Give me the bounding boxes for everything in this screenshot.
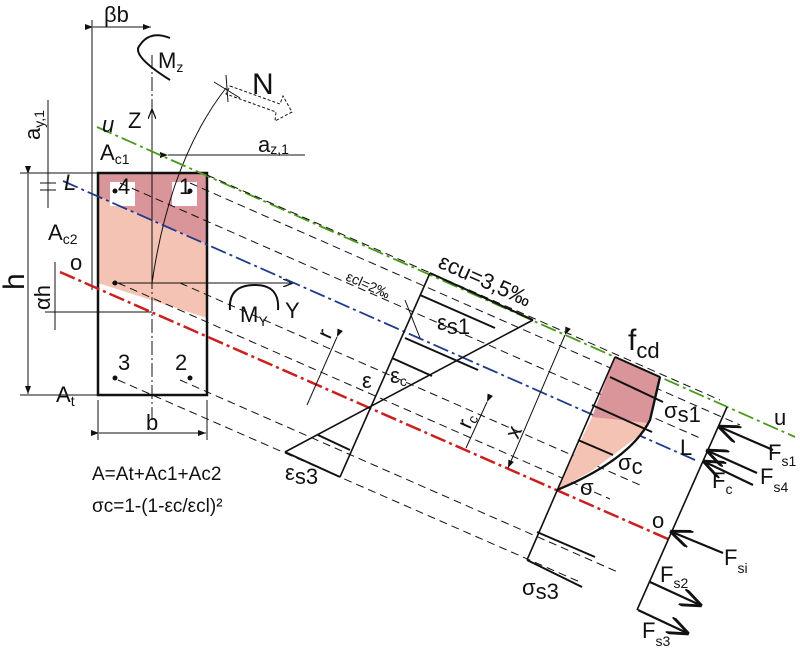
n-cross2 [225, 74, 229, 103]
sigma-label: σ [580, 475, 594, 500]
my-moment-icon [228, 283, 280, 311]
beta-b-label: βb [104, 2, 129, 27]
n-force-arrow [225, 85, 293, 122]
rc-dim [465, 393, 494, 449]
stress-block-dark [592, 357, 660, 423]
es3-label: εs3 [285, 460, 318, 489]
sigma-c-label: σc [618, 450, 643, 479]
ec-label: εc [390, 363, 407, 389]
ac2-label: Ac2 [48, 220, 78, 247]
x-dim [507, 326, 571, 469]
force-line [636, 406, 728, 611]
az1-label: az,1 [258, 132, 289, 157]
bar2-label: 2 [175, 350, 187, 375]
sigma-s3-label: σs3 [522, 575, 559, 604]
fsi-label: Fsi [724, 545, 748, 576]
u-right-label: u [774, 405, 786, 430]
u-line [96, 126, 796, 438]
force-arrows [637, 427, 774, 633]
o-right-label: o [652, 508, 664, 533]
ecl-label: εcl=2‰ [344, 268, 393, 301]
strain-diagram [284, 272, 534, 478]
u-label: u [102, 112, 114, 137]
area-formula: A=At+Ac1+Ac2 [92, 464, 221, 485]
reinforcement-bars [112, 188, 193, 381]
at-label: At [56, 382, 75, 409]
fcd-label: fcd [628, 324, 660, 363]
n-eccentricity-arc [151, 87, 227, 284]
stress-lines [526, 356, 664, 588]
stress-block-light [557, 417, 648, 490]
ac1-label: Ac1 [100, 140, 130, 167]
h-label: h [0, 273, 31, 290]
bar1-label: 1 [179, 174, 191, 199]
n-label: N [252, 68, 274, 101]
fs1-label: Fs1 [768, 440, 796, 469]
stress-formula: σc=1-(1-εc/εcl)² [92, 496, 223, 517]
o-line [59, 270, 669, 541]
mz-moment-icon [137, 34, 171, 81]
sigma-s1-label: σs1 [664, 398, 701, 427]
fs2-label: Fs2 [660, 562, 688, 591]
b-label: b [146, 410, 158, 435]
eps-label: ε [362, 368, 372, 393]
ecu-label: εcu=3,5‰ [435, 249, 535, 312]
x-label: x [500, 422, 527, 442]
fs4-label: Fs4 [760, 464, 788, 495]
stress-base [526, 356, 616, 561]
fs3-label: Fs3 [642, 618, 670, 649]
o-label: o [70, 250, 82, 275]
stress-curve [556, 376, 662, 492]
bar4-cutout [110, 182, 135, 206]
rc-label: rc [452, 409, 482, 433]
y-label: Y [285, 298, 300, 323]
mz-label: Mz [158, 48, 183, 75]
l-right-label: L [680, 435, 692, 460]
my-label: MY [240, 302, 268, 329]
r-label: r [312, 325, 338, 342]
fc-label: Fc [712, 468, 732, 497]
r-dim [306, 328, 343, 406]
z-label: Z [128, 108, 141, 133]
bar4-label: 4 [118, 174, 130, 199]
es1-label: εs1 [437, 310, 470, 339]
alpha-h-label: αh [30, 285, 55, 310]
bar3-label: 3 [118, 350, 130, 375]
ay1-label: ay,1 [20, 110, 47, 140]
l-label: L [64, 170, 76, 195]
bar1-cutout [172, 182, 197, 206]
